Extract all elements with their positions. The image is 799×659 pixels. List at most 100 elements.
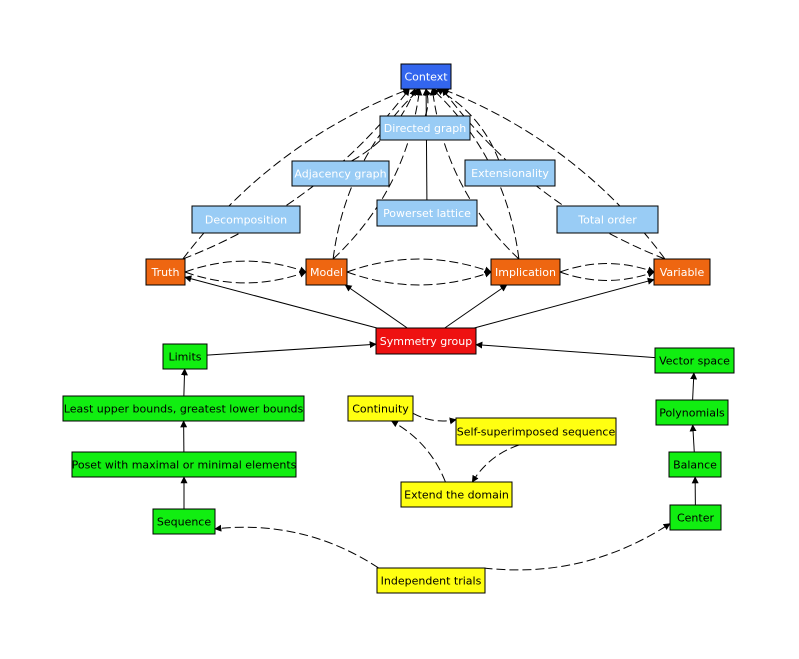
node-box	[400, 63, 452, 90]
node-model: Model	[305, 258, 348, 286]
node-label: Symmetry group	[380, 335, 472, 348]
node-truth: Truth	[145, 258, 186, 286]
edge-implication-to-variable	[559, 263, 655, 274]
node-label: Poset with maximal or minimal elements	[72, 459, 297, 472]
node-polynomials: Polynomials	[655, 399, 729, 426]
node-label: Sequence	[157, 516, 211, 529]
node-box	[668, 451, 722, 478]
node-extend-domain: Extend the domain	[400, 481, 513, 508]
node-box	[490, 258, 561, 286]
node-box	[152, 508, 216, 535]
node-continuity: Continuity	[347, 395, 414, 422]
edge-independent-trials-to-center	[483, 523, 671, 571]
node-box	[145, 258, 186, 286]
node-vector-space: Vector space	[654, 347, 735, 374]
node-label: Adjacency graph	[294, 168, 386, 181]
node-box	[655, 399, 729, 426]
node-powerset-lattice: Powerset lattice	[376, 199, 478, 227]
edge-polynomials-to-vector-space	[690, 372, 698, 401]
node-box	[305, 258, 348, 286]
edge-truth-to-context	[182, 88, 410, 260]
node-box	[71, 451, 297, 478]
edge-independent-trials-to-sequence	[214, 524, 379, 569]
edge-model-to-implication	[346, 270, 492, 286]
edge-implication-to-context	[429, 88, 520, 260]
node-extensionality: Extensionality	[464, 159, 556, 187]
edges-layer	[180, 88, 699, 571]
node-label: Independent trials	[381, 575, 482, 588]
node-box	[376, 567, 486, 594]
node-sequence: Sequence	[152, 508, 216, 535]
edge-model-to-context	[332, 88, 423, 260]
node-label: Powerset lattice	[383, 207, 471, 220]
node-total-order: Total order	[556, 205, 659, 234]
node-box	[400, 481, 513, 508]
node-directed-graph: Directed graph	[379, 115, 471, 141]
edge-truth-to-model	[184, 270, 307, 284]
node-label: Polynomials	[659, 407, 725, 420]
node-self-superimposed: Self-superimposed sequence	[455, 417, 617, 446]
edge-symmetry-group-to-variable	[474, 277, 655, 329]
edge-implication-to-variable	[559, 270, 655, 281]
node-balance: Balance	[668, 451, 722, 478]
node-variable: Variable	[653, 258, 711, 286]
node-label: Truth	[151, 266, 180, 279]
edge-truth-to-model	[184, 260, 307, 274]
node-independent-trials: Independent trials	[376, 567, 486, 594]
node-label: Implication	[495, 266, 556, 279]
node-label: Variable	[660, 266, 705, 279]
node-box	[162, 343, 208, 370]
node-label: Vector space	[659, 355, 730, 368]
edge-balance-to-polynomials	[689, 424, 697, 453]
node-least-upper: Least upper bounds, greatest lower bound…	[62, 395, 305, 422]
node-box	[347, 395, 414, 422]
node-label: Context	[404, 71, 448, 84]
node-label: Directed graph	[384, 122, 466, 135]
node-box	[379, 115, 471, 141]
edge-symmetry-group-to-implication	[444, 284, 508, 329]
node-adjacency-graph: Adjacency graph	[291, 160, 390, 187]
edge-symmetry-group-to-truth	[184, 275, 378, 329]
node-box	[464, 159, 556, 187]
node-poset: Poset with maximal or minimal elements	[71, 451, 297, 478]
edge-variable-to-context	[441, 88, 666, 260]
node-implication: Implication	[490, 258, 561, 286]
node-box	[62, 395, 305, 422]
node-label: Center	[677, 512, 715, 525]
node-box	[191, 205, 301, 234]
node-box	[654, 347, 735, 374]
edge-extend-domain-to-continuity	[390, 420, 446, 483]
node-label: Total order	[577, 214, 637, 227]
edge-self-superimposed-to-extend-domain	[471, 444, 520, 483]
node-label: Least upper bounds, greatest lower bound…	[64, 403, 304, 416]
node-label: Decomposition	[205, 214, 287, 227]
node-label: Continuity	[352, 403, 409, 416]
edge-continuity-to-self-superimposed	[412, 412, 457, 425]
node-label: Extensionality	[471, 167, 549, 180]
node-symmetry-group: Symmetry group	[375, 327, 477, 355]
node-center: Center	[669, 504, 722, 531]
node-limits: Limits	[162, 343, 208, 370]
node-label: Self-superimposed sequence	[457, 426, 616, 439]
edge-directed-graph-to-context	[424, 88, 432, 117]
node-context: Context	[400, 63, 452, 90]
node-box	[455, 417, 617, 446]
node-box	[291, 160, 390, 187]
node-box	[375, 327, 477, 355]
node-box	[669, 504, 722, 531]
node-label: Extend the domain	[404, 489, 509, 502]
node-box	[653, 258, 711, 286]
node-decomposition: Decomposition	[191, 205, 301, 234]
edge-least-upper-to-limits	[180, 368, 188, 397]
node-label: Limits	[169, 351, 202, 364]
node-box	[376, 199, 478, 227]
edge-model-to-implication	[346, 258, 492, 274]
node-box	[556, 205, 659, 234]
edge-vector-space-to-symmetry-group	[475, 341, 656, 359]
node-label: Balance	[673, 459, 717, 472]
edge-powerset-lattice-to-context	[422, 88, 430, 201]
node-label: Model	[310, 266, 343, 279]
edge-symmetry-group-to-model	[344, 284, 408, 329]
